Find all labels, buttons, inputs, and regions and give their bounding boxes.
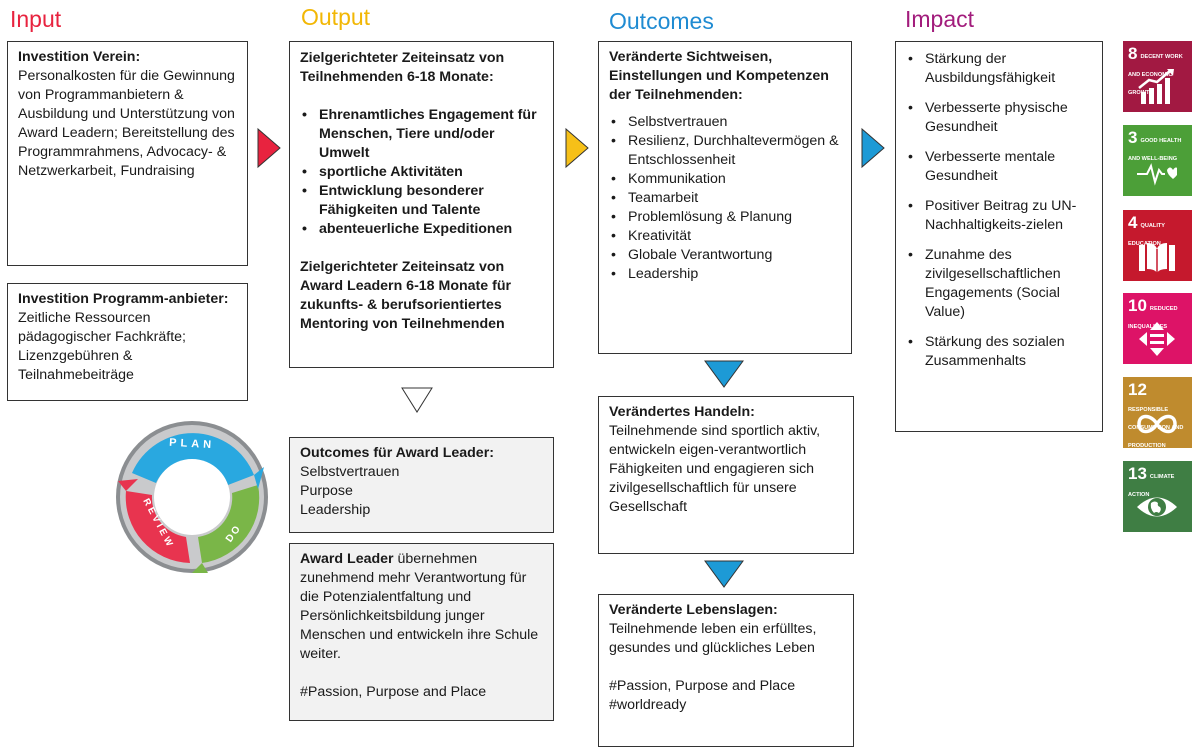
sdg-tile-10: 10Reduced inequalities [1123, 293, 1192, 364]
growth-chart-icon [1138, 69, 1174, 104]
arrow-input-output-icon [257, 127, 281, 169]
outcomes-life-text: Teilnehmende leben ein erfülltes, gesund… [609, 621, 817, 656]
header-outcomes: Outcomes [609, 8, 714, 34]
outcomes-competencies-title: Veränderte Sichtweisen, Einstellungen un… [609, 49, 829, 103]
impact-item: Verbesserte mentale Gesundheit [906, 148, 1094, 186]
plan-do-review-cycle: PLAN DO REVIEW [116, 421, 268, 573]
sdg-title: Good health and well-being [1128, 138, 1182, 162]
sdg-tile-4: 4Quality education [1123, 210, 1192, 281]
eye-globe-icon [1137, 497, 1177, 517]
competency-item: Kreativität [609, 227, 843, 246]
impact-item: Zunahme des zivilgesellschaftlichen Enga… [906, 246, 1094, 322]
outcomes-behaviour-text: Teilnehmende sind sportlich aktiv, entwi… [609, 423, 821, 515]
competency-item: Teamarbeit [609, 189, 843, 208]
outcomes-box-behaviour: Verändertes Handeln: Teilnehmende sind s… [598, 396, 854, 554]
book-icon [1139, 243, 1175, 273]
sdg-tile-3: 3Good health and well-being [1123, 125, 1192, 196]
header-impact: Impact [905, 6, 975, 32]
input-box-anbieter-text: Zeitliche Ressourcen pädagogischer Fachk… [18, 310, 186, 383]
competency-item: Globale Verantwortung [609, 246, 843, 265]
input-box-verein-title: Investition Verein: [18, 49, 141, 65]
infinity-icon [1137, 414, 1177, 434]
outcomes-life-title: Veränderte Lebenslagen: [609, 602, 778, 618]
output-item: Ehrenamtliches Engagement für Menschen, … [300, 106, 545, 163]
arrow-down-outcomes2-icon [704, 560, 744, 588]
input-box-verein-text: Personalkosten für die Gewinnung von Pro… [18, 68, 235, 179]
output-item: abenteuerliche Expeditionen [300, 220, 545, 239]
impact-item: Stärkung des sozialen Zusammenhalts [906, 333, 1094, 371]
cycle-plan-label: PLAN [169, 437, 216, 451]
sdg-title: Decent work and economic growth [1128, 54, 1183, 96]
impact-list: Stärkung der Ausbildungsfähigkeit Verbes… [906, 50, 1094, 371]
award-leader-bold: Award Leader [300, 551, 394, 567]
sdg-tile-8: 8Decent work and economic growth [1123, 41, 1192, 112]
sdg-number: 10 [1128, 296, 1147, 315]
output-item: Entwicklung besonderer Fähigkeiten und T… [300, 182, 545, 220]
leader-outcome-item: Leadership [300, 502, 371, 518]
award-leader-text: übernehmen zunehmend mehr Verantwortung … [300, 551, 539, 662]
header-input: Input [10, 6, 62, 32]
arrow-output-outcomes-icon [565, 127, 589, 169]
input-box-verein: Investition Verein: Personalkosten für d… [7, 41, 248, 266]
leader-outcome-item: Selbstvertrauen [300, 464, 400, 480]
sdg-number: 8 [1128, 44, 1138, 63]
sdg-title: Climate action [1128, 474, 1175, 498]
outcomes-life-hashtag: #worldready [609, 697, 687, 713]
award-leader-hashtag: #Passion, Purpose and Place [300, 684, 487, 700]
leader-outcome-item: Purpose [300, 483, 353, 499]
heartbeat-icon [1137, 163, 1177, 186]
outcomes-box-competencies: Veränderte Sichtweisen, Einstellungen un… [598, 41, 852, 354]
outcomes-life-hashtag: #Passion, Purpose and Place [609, 678, 796, 694]
sdg-number: 3 [1128, 128, 1138, 147]
sdg-title: Reduced inequalities [1128, 306, 1178, 330]
competency-item: Selbstvertrauen [609, 113, 843, 132]
competency-item: Leadership [609, 265, 843, 284]
sdg-number: 4 [1128, 213, 1138, 232]
outcomes-box-life: Veränderte Lebenslagen: Teilnehmende leb… [598, 594, 854, 747]
competency-item: Problemlösung & Planung [609, 208, 843, 227]
equality-icon [1139, 322, 1175, 356]
output-mentoring-text: Zielgerichteter Zeiteinsatz von Award Le… [300, 259, 512, 332]
competency-item: Kommunikation [609, 170, 843, 189]
output-box-main: Zielgerichteter Zeiteinsatz von Teilnehm… [289, 41, 554, 368]
outcomes-competencies-list: Selbstvertrauen Resilienz, Durchhaltever… [609, 113, 843, 284]
cycle-do-segment [198, 485, 260, 563]
impact-box: Stärkung der Ausbildungsfähigkeit Verbes… [895, 41, 1103, 432]
header-output: Output [301, 4, 371, 30]
impact-item: Positiver Beitrag zu UN-Nachhaltigkeits-… [906, 197, 1094, 235]
output-box-leader-outcomes: Outcomes für Award Leader: Selbstvertrau… [289, 437, 554, 533]
arrow-down-output-icon [401, 387, 433, 413]
impact-item: Verbesserte physische Gesundheit [906, 99, 1094, 137]
sdg-title: Quality education [1128, 223, 1165, 247]
cycle-review-segment [125, 491, 190, 563]
arrow-down-outcomes1-icon [704, 360, 744, 388]
sdg-tile-13: 13Climate action [1123, 461, 1192, 532]
output-main-title: Zielgerichteter Zeiteinsatz von Teilnehm… [300, 50, 505, 85]
outcomes-behaviour-title: Verändertes Handeln: [609, 404, 755, 420]
input-box-anbieter: Investition Programm-anbieter: Zeitliche… [7, 283, 248, 401]
output-item: sportliche Aktivitäten [300, 163, 545, 182]
output-item-list: Ehrenamtliches Engagement für Menschen, … [300, 106, 545, 239]
leader-outcomes-title: Outcomes für Award Leader: [300, 445, 494, 461]
impact-item: Stärkung der Ausbildungsfähigkeit [906, 50, 1094, 88]
sdg-number: 13 [1128, 464, 1147, 483]
output-box-award-leader: Award Leader übernehmen zunehmend mehr V… [289, 543, 554, 721]
arrow-outcomes-impact-icon [861, 127, 885, 169]
competency-item: Resilienz, Durchhaltevermögen & Entschlo… [609, 132, 843, 170]
sdg-tile-12: 12Responsible consumption and production [1123, 377, 1192, 449]
sdg-number: 12 [1128, 380, 1147, 399]
input-box-anbieter-title: Investition Programm-anbieter: [18, 291, 229, 307]
